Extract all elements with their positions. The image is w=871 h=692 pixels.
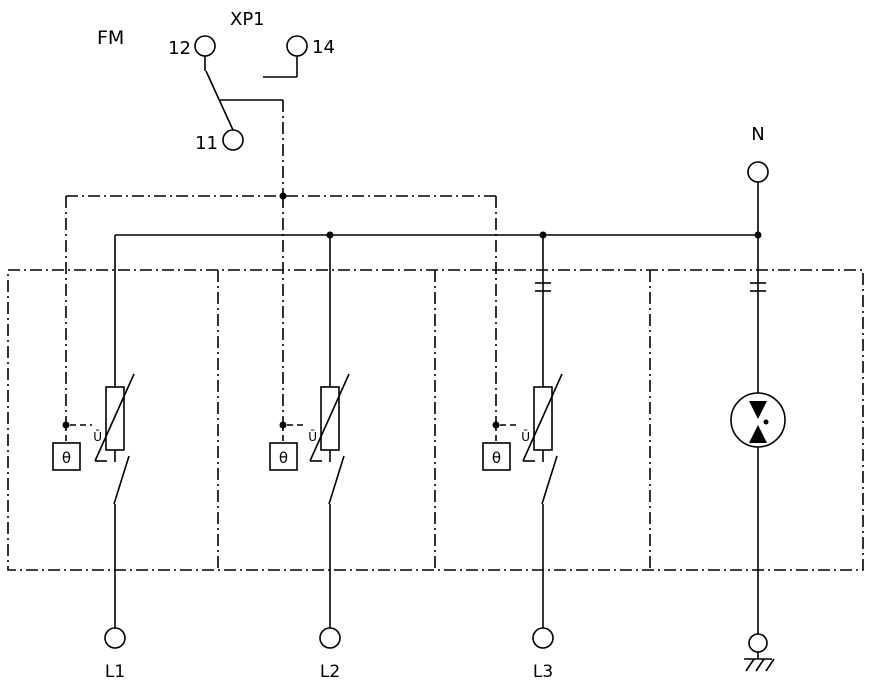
terminal-14 bbox=[286, 35, 308, 57]
branch-l1: Ū L1 θ bbox=[52, 235, 135, 682]
varistor-l1-diagonal bbox=[94, 373, 135, 462]
terminal-n bbox=[747, 161, 769, 183]
remote-contact-group: FM XP1 12 14 11 bbox=[97, 9, 335, 200]
disconnector-l1-blade bbox=[113, 455, 130, 505]
ground-hatch-3 bbox=[765, 658, 775, 672]
terminal-12 bbox=[194, 35, 216, 57]
terminal-pe bbox=[748, 633, 768, 653]
thermal-sensor-l1-label: θ bbox=[62, 449, 71, 467]
terminal-l2-label: L2 bbox=[320, 662, 340, 682]
branch-l3: Ū L3 θ bbox=[482, 235, 563, 682]
contact-blade bbox=[205, 70, 234, 131]
terminal-12-label: 12 bbox=[168, 38, 191, 59]
ground-hatch-2 bbox=[755, 658, 765, 672]
terminal-l3-label: L3 bbox=[533, 662, 553, 682]
fm-label: FM bbox=[97, 27, 124, 49]
gdt-electrode-bottom bbox=[749, 425, 767, 443]
gdt-electrode-top bbox=[749, 401, 767, 419]
branch-l2: Ū L2 θ bbox=[269, 235, 350, 682]
disconnector-l3-blade bbox=[541, 455, 558, 505]
xp1-label: XP1 bbox=[230, 9, 265, 30]
varistor-l1-u-label: Ū bbox=[93, 430, 102, 444]
thermal-sensor-l2-label: θ bbox=[279, 449, 288, 467]
neutral-bus bbox=[115, 231, 762, 239]
thermal-sensor-l1-box bbox=[52, 442, 81, 471]
varistor-l3-diagonal bbox=[522, 373, 563, 462]
disconnector-l2-blade bbox=[328, 455, 345, 505]
gdt-gas-dot bbox=[763, 419, 769, 425]
branch-n-pe: N bbox=[730, 124, 786, 672]
varistor-l2-diagonal bbox=[309, 373, 350, 462]
terminal-n-label: N bbox=[751, 124, 764, 145]
module-enclosure bbox=[7, 269, 864, 571]
monitoring-rails bbox=[65, 195, 497, 425]
varistor-l2-body bbox=[320, 386, 340, 451]
thermal-sensor-l3-label: θ bbox=[492, 449, 501, 467]
terminal-11-label: 11 bbox=[195, 133, 218, 154]
thermal-sensor-l3-box bbox=[482, 442, 511, 471]
terminal-l3 bbox=[532, 627, 554, 649]
varistor-l1-body bbox=[105, 386, 125, 451]
terminal-l1 bbox=[104, 627, 126, 649]
varistor-l2-u-label: Ū bbox=[308, 430, 317, 444]
terminal-11 bbox=[222, 129, 244, 151]
ground-hatch-1 bbox=[745, 658, 755, 672]
terminal-14-label: 14 bbox=[312, 37, 335, 58]
varistor-l3-body bbox=[533, 386, 553, 451]
earth-ground-icon bbox=[744, 652, 775, 672]
terminal-l1-label: L1 bbox=[105, 662, 125, 682]
varistor-l3-u-label: Ū bbox=[521, 430, 530, 444]
terminal-l2 bbox=[319, 627, 341, 649]
thermal-sensor-l2-box bbox=[269, 442, 298, 471]
